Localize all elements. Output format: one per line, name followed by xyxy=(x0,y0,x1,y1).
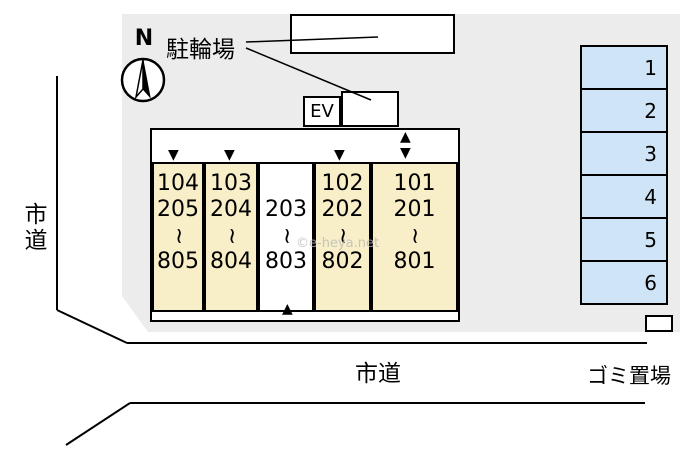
parking-stall: 4 xyxy=(582,176,666,219)
room-number: 104 xyxy=(157,171,199,196)
garbage-box xyxy=(645,315,673,332)
parking-stall: 3 xyxy=(582,133,666,176)
bicycle-parking-annex-box xyxy=(341,91,399,127)
room-number: 202 xyxy=(321,197,364,222)
room-number: 101 xyxy=(393,171,436,196)
parking-area: 1 2 3 4 5 6 xyxy=(580,45,668,305)
parking-stall-number: 6 xyxy=(644,270,657,295)
parking-stall: 6 xyxy=(582,262,666,303)
entrance-arrow-icon: ▼ xyxy=(334,147,345,163)
garbage-area-label: ゴミ置場 xyxy=(587,364,671,388)
elevator-box: EV xyxy=(303,96,341,127)
room-number: 102 xyxy=(321,171,364,196)
stair-up-arrow-icon: ▲ xyxy=(400,129,411,145)
room-number: 803 xyxy=(265,249,307,274)
north-label: N xyxy=(134,26,154,51)
parking-stall: 1 xyxy=(582,47,666,90)
room-number: 802 xyxy=(321,249,364,274)
unit-column-1: 104 205 ~ 805 xyxy=(152,162,204,312)
unit-column-4: 102 202 ~ 802 xyxy=(314,162,371,312)
room-number: 103 xyxy=(210,171,252,196)
room-number: 801 xyxy=(393,249,436,274)
parking-stall-number: 3 xyxy=(644,141,657,166)
entrance-arrow-icon: ▼ xyxy=(224,147,235,163)
bicycle-parking-area xyxy=(290,14,455,54)
range-tilde-icon: ~ xyxy=(402,226,428,246)
range-tilde-icon: ~ xyxy=(166,226,191,246)
parking-stall-number: 4 xyxy=(644,184,657,209)
road-label-bottom: 市道 xyxy=(355,361,401,387)
road-label-left: 市道 xyxy=(20,202,46,254)
range-tilde-icon: ~ xyxy=(219,226,244,246)
room-number: 205 xyxy=(157,197,199,222)
parking-stall: 2 xyxy=(582,90,666,133)
elevator-label: EV xyxy=(310,101,334,122)
parking-stall-number: 2 xyxy=(644,98,657,123)
bicycle-parking-label: 駐輪場 xyxy=(166,37,235,63)
rear-entrance-arrow-icon: ▲ xyxy=(282,301,293,317)
parking-stall: 5 xyxy=(582,219,666,262)
entrance-arrow-icon: ▼ xyxy=(168,147,179,163)
unit-column-2: 103 204 ~ 804 xyxy=(204,162,258,312)
room-number: 804 xyxy=(210,249,252,274)
parking-stall-number: 1 xyxy=(644,55,657,80)
building-outline: 104 205 ~ 805 103 204 ~ 804 203 ~ 803 10… xyxy=(150,128,460,322)
room-number: 203 xyxy=(265,197,307,222)
unit-column-5: 101 201 ~ 801 xyxy=(371,162,458,312)
room-number: 204 xyxy=(210,197,252,222)
room-number: 805 xyxy=(157,249,199,274)
watermark: ©e-heya.net xyxy=(296,236,380,251)
stair-down-arrow-icon: ▼ xyxy=(400,145,411,161)
room-number: 201 xyxy=(393,197,436,222)
parking-stall-number: 5 xyxy=(644,227,657,252)
unit-column-3: 203 ~ 803 xyxy=(258,162,314,312)
